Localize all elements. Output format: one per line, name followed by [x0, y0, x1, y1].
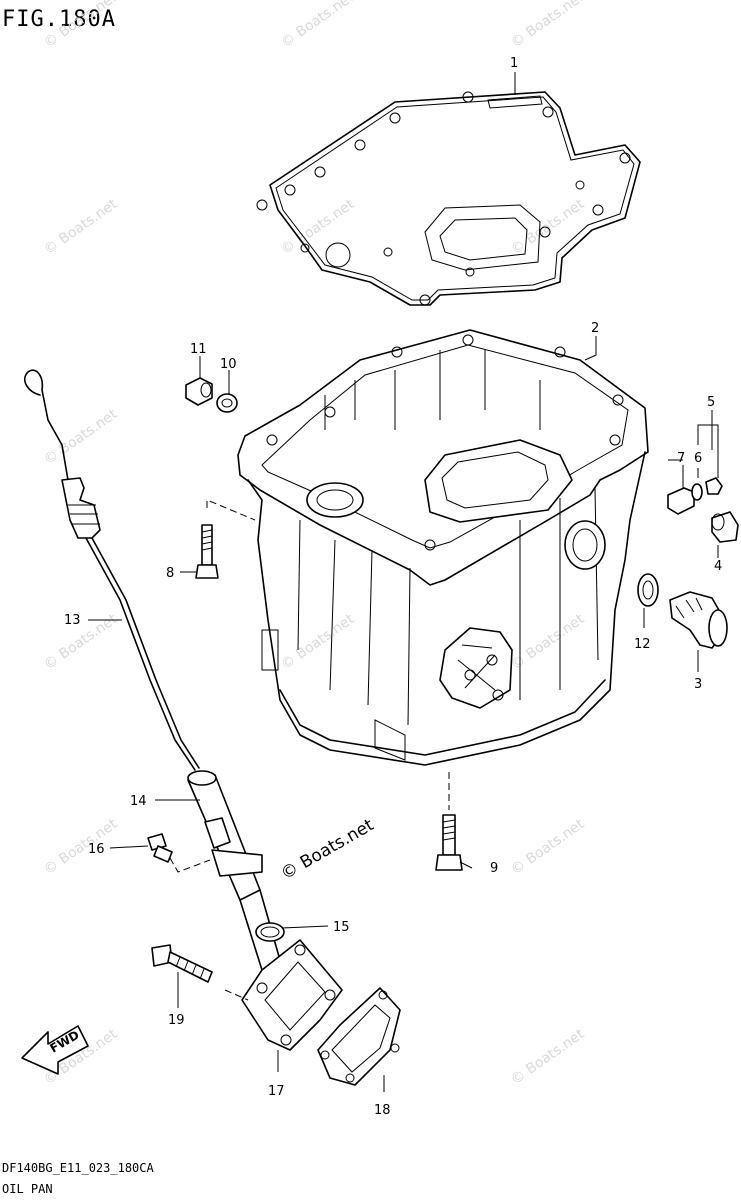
part-12-washer: [637, 573, 659, 607]
callout-1: 1: [510, 56, 518, 71]
callout-16: 16: [88, 842, 105, 857]
part-16-bolt: [147, 833, 211, 873]
leader-lines: [88, 72, 719, 1092]
callout-14: 14: [130, 794, 147, 809]
part-1-gasket: [256, 91, 641, 306]
drawing-code: DF140BG_E11_023_180CA: [2, 1161, 154, 1175]
part-4-cap: [711, 511, 739, 543]
callout-13: 13: [64, 613, 81, 628]
part-9-bolt: [435, 772, 463, 871]
figure-caption: OIL PAN: [2, 1182, 53, 1196]
callout-18: 18: [374, 1103, 391, 1118]
watermark: © Boats.net: [41, 816, 121, 878]
callout-2: 2: [591, 321, 599, 336]
part-2-oil-pan: [237, 329, 649, 766]
figure-title: FIG.180A: [2, 7, 116, 32]
callout-9: 9: [490, 861, 498, 876]
watermark: © Boats.net: [41, 196, 121, 258]
part-3-drain-plug: [669, 591, 728, 649]
part-6-screw: [705, 477, 723, 495]
watermark: © Boats.net: [508, 1026, 588, 1088]
part-13-dipstick: [24, 369, 200, 771]
callout-12: 12: [634, 637, 651, 652]
part-14-guide-tube: [187, 770, 281, 971]
watermark: © Boats.net: [278, 0, 358, 51]
callout-11: 11: [190, 342, 207, 357]
watermark: © Boats.net: [508, 816, 588, 878]
callout-17: 17: [268, 1084, 285, 1099]
part-7-plug: [667, 483, 703, 515]
callout-8: 8: [166, 566, 174, 581]
callout-19: 19: [168, 1013, 185, 1028]
callout-3: 3: [694, 677, 702, 692]
part-15-o-ring: [255, 922, 285, 942]
part-18-gasket: [317, 987, 401, 1086]
callout-7: 7: [677, 451, 685, 466]
part-8-bolt: [195, 499, 256, 579]
part-10-washer: [216, 393, 238, 413]
callout-15: 15: [333, 920, 350, 935]
callout-6: 6: [694, 451, 702, 466]
callout-labels: 1 2 3 4 5 6 7 8 9 10 11 12 13 14 16 15 1…: [64, 56, 722, 1118]
callout-5: 5: [707, 395, 715, 410]
part-19-bolt: [151, 944, 213, 983]
watermark: © Boats.net: [278, 611, 358, 673]
part-11-plug: [185, 377, 213, 406]
part-17-flange: [224, 939, 343, 1051]
callout-4: 4: [714, 559, 722, 574]
watermark-main: © Boats.net: [278, 815, 378, 884]
watermark: © Boats.net: [508, 0, 588, 51]
watermark: © Boats.net: [41, 406, 121, 468]
callout-10: 10: [220, 357, 237, 372]
